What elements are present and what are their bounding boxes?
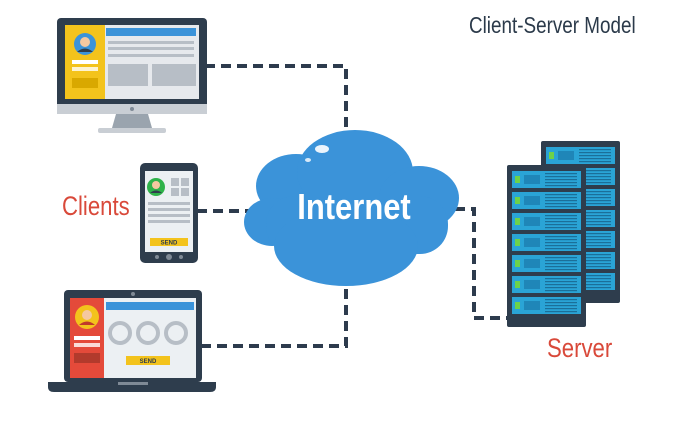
- desktop-computer: [57, 18, 207, 133]
- laptop-computer: SEND: [48, 290, 216, 392]
- internet-label: Internet: [297, 188, 410, 228]
- server-unit: [512, 171, 581, 188]
- server-rack-front: [507, 165, 586, 327]
- tablet-device: SEND: [140, 163, 198, 263]
- server-unit: [512, 255, 581, 272]
- server-unit: [512, 297, 581, 314]
- tablet-send-button[interactable]: SEND: [150, 238, 188, 247]
- server-unit: [546, 147, 615, 164]
- link-laptop-internet: [201, 270, 348, 348]
- diagram-title: Client-Server Model: [469, 12, 636, 38]
- laptop-send-label: SEND: [140, 359, 157, 365]
- tablet-send-label: SEND: [161, 241, 178, 247]
- server-unit: [512, 276, 581, 293]
- link-internet-server: [455, 207, 508, 320]
- clients-label: Clients: [62, 191, 130, 221]
- server-unit: [512, 234, 581, 251]
- link-desktop-internet: [205, 64, 348, 150]
- server-unit: [512, 213, 581, 230]
- server-racks: [507, 141, 620, 327]
- internet-cloud: [244, 130, 459, 286]
- server-unit: [512, 192, 581, 209]
- network-links: [197, 64, 508, 348]
- laptop-send-button[interactable]: SEND: [126, 356, 170, 365]
- server-label: Server: [547, 333, 613, 363]
